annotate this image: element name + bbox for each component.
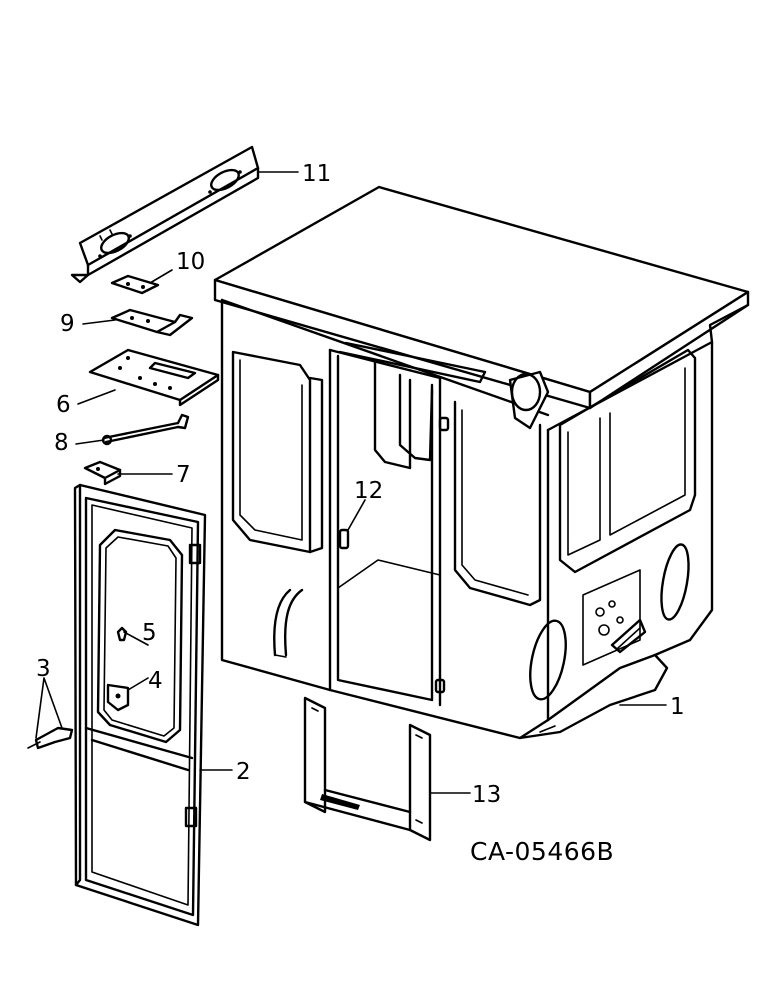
callout-5: 5 [142,620,157,646]
callout-3: 3 [36,656,51,682]
callout-7: 7 [176,462,191,488]
door-assembly [27,483,207,927]
clip-part-7 [83,460,122,486]
latch-part-4 [106,683,130,712]
callout-13: 13 [472,782,501,808]
step-part-13 [303,696,432,842]
plate-part-10 [110,274,160,295]
callout-9: 9 [60,311,75,337]
callout-10: 10 [176,249,205,275]
callout-8: 8 [54,430,69,456]
callout-4: 4 [148,668,163,694]
callout-6: 6 [56,392,71,418]
callout-12: 12 [354,478,383,504]
hinge-part-9 [110,308,194,337]
latch-part-12 [338,528,350,550]
handle-part-3 [34,726,74,750]
cab-assembly [213,185,750,740]
callout-1: 1 [670,694,685,720]
drawing-code: CA-05466B [470,837,614,866]
bracket-part-11 [70,145,260,284]
callouts: 11 10 9 6 8 7 12 5 3 4 1 2 13 [36,161,685,808]
callout-11: 11 [302,161,331,187]
plate-part-6 [88,348,220,407]
rod-part-8 [101,413,190,446]
pin-part-5 [116,626,128,642]
callout-2: 2 [236,759,251,785]
leader-lines [35,171,667,794]
